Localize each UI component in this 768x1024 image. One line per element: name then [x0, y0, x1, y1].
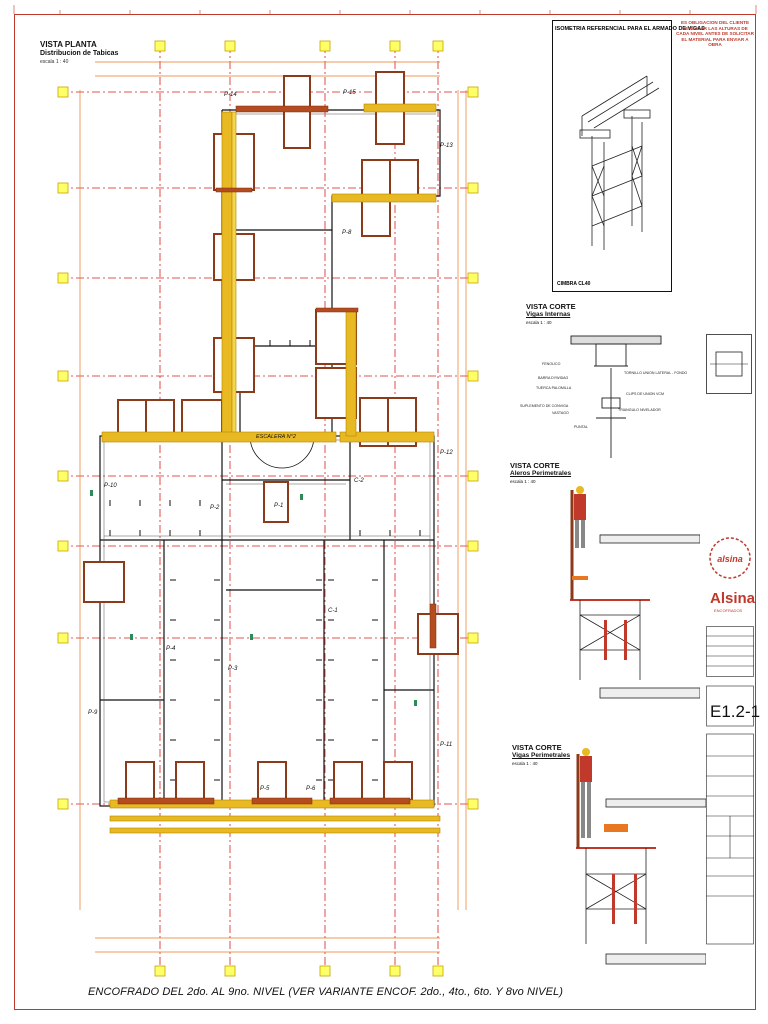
section-3-title: VISTA CORTE — [512, 743, 562, 752]
section-2-title: VISTA CORTE — [510, 461, 560, 470]
section-vigas-perimetrales-title-block: VISTA CORTE Vigas Perimetrales escala 1 … — [512, 744, 570, 768]
label-p6: P-6 — [306, 786, 316, 792]
title-block — [706, 626, 754, 945]
section-1-subtitle: Vigas Internas — [526, 311, 571, 318]
label-p14: P-14 — [224, 92, 237, 98]
detail-box — [706, 334, 752, 394]
label-p13: P-13 — [440, 143, 453, 149]
callout-clips: CLIPS DE UNION VCM — [626, 392, 664, 396]
isometric-drawing — [579, 75, 660, 250]
callout-vastago: VASTAGO — [552, 411, 569, 415]
section-1-scale: escala 1 : 40 — [526, 320, 552, 325]
section-aleros-drawing — [570, 486, 700, 699]
label-c2: C-2 — [354, 478, 364, 484]
section-vigas-internas-title-block: VISTA CORTE Vigas Internas escala 1 : 40 — [526, 303, 576, 327]
section-1-title: VISTA CORTE — [526, 302, 576, 311]
section-2-subtitle: Aleros Perimetrales — [510, 470, 572, 477]
isometric-panel — [552, 20, 672, 292]
label-p1: P-1 — [274, 503, 284, 509]
label-escalera: ESCALERA N°2 — [256, 434, 296, 440]
callout-barra: BARRA DYWIDAG — [538, 376, 569, 380]
label-p3: P-3 — [228, 666, 238, 672]
callout-triangulo: TRIANGULO NIVELADOR — [618, 408, 661, 412]
brand-logo: alsina — [709, 537, 751, 579]
drawing-code: E1.2-1 — [710, 702, 761, 721]
label-p8: P-8 — [342, 230, 352, 236]
plan-subtitle: Distribucion de Tabicas — [40, 50, 119, 57]
label-p5: P-5 — [260, 786, 270, 792]
callout-puntal: PUNTAL — [574, 425, 588, 429]
label-p10: P-10 — [104, 483, 117, 489]
sheet-border — [14, 14, 756, 1010]
section-2-scale: escala 1 : 40 — [510, 479, 536, 484]
section-aleros-title-block: VISTA CORTE Aleros Perimetrales escala 1… — [510, 462, 571, 486]
section-vigas-perimetrales-drawing — [576, 748, 706, 965]
label-p15: P-15 — [343, 90, 356, 96]
callout-tornillo: TORNILLO UNION LATERAL - FONDO — [624, 371, 688, 375]
label-p4: P-4 — [166, 646, 176, 652]
label-p11: P-11 — [440, 742, 453, 748]
section-3-subtitle: Vigas Perimetrales — [512, 752, 571, 759]
svg-text:alsina: alsina — [717, 554, 743, 564]
isometric-label: CIMBRA CL40 — [557, 281, 591, 287]
callout-tuerca: TUERCA PALOMILLA — [536, 386, 572, 390]
section-vigas-internas-drawing — [570, 335, 662, 458]
label-p9: P-9 — [88, 710, 98, 716]
verification-note: ES OBLIGACION DEL CLIENTE VERIFICAR LAS … — [676, 20, 754, 47]
label-p2: P-2 — [210, 505, 220, 511]
plan-title: VISTA PLANTA — [40, 40, 97, 49]
plan-title-block: VISTA PLANTA Distribucion de Tabicas esc… — [40, 40, 118, 67]
isometric-title: ISOMETRIA REFERENCIAL PARA EL ARMADO DE … — [555, 26, 705, 32]
label-c1: C-1 — [328, 608, 338, 614]
label-p12: P-12 — [440, 450, 453, 456]
callout-suplemento: SUPLEMENTO DE CONVIGA — [520, 404, 569, 408]
plan-scale: escala 1 : 40 — [40, 59, 69, 65]
brand-name: Alsina — [710, 590, 756, 607]
brand-tagline: ENCOFRADOS — [714, 608, 743, 613]
callout-fenolico: FENOLICO — [542, 362, 561, 366]
section-3-scale: escala 1 : 40 — [512, 761, 538, 766]
drawing-footer-title: ENCOFRADO DEL 2do. AL 9no. NIVEL (VER VA… — [88, 986, 563, 998]
